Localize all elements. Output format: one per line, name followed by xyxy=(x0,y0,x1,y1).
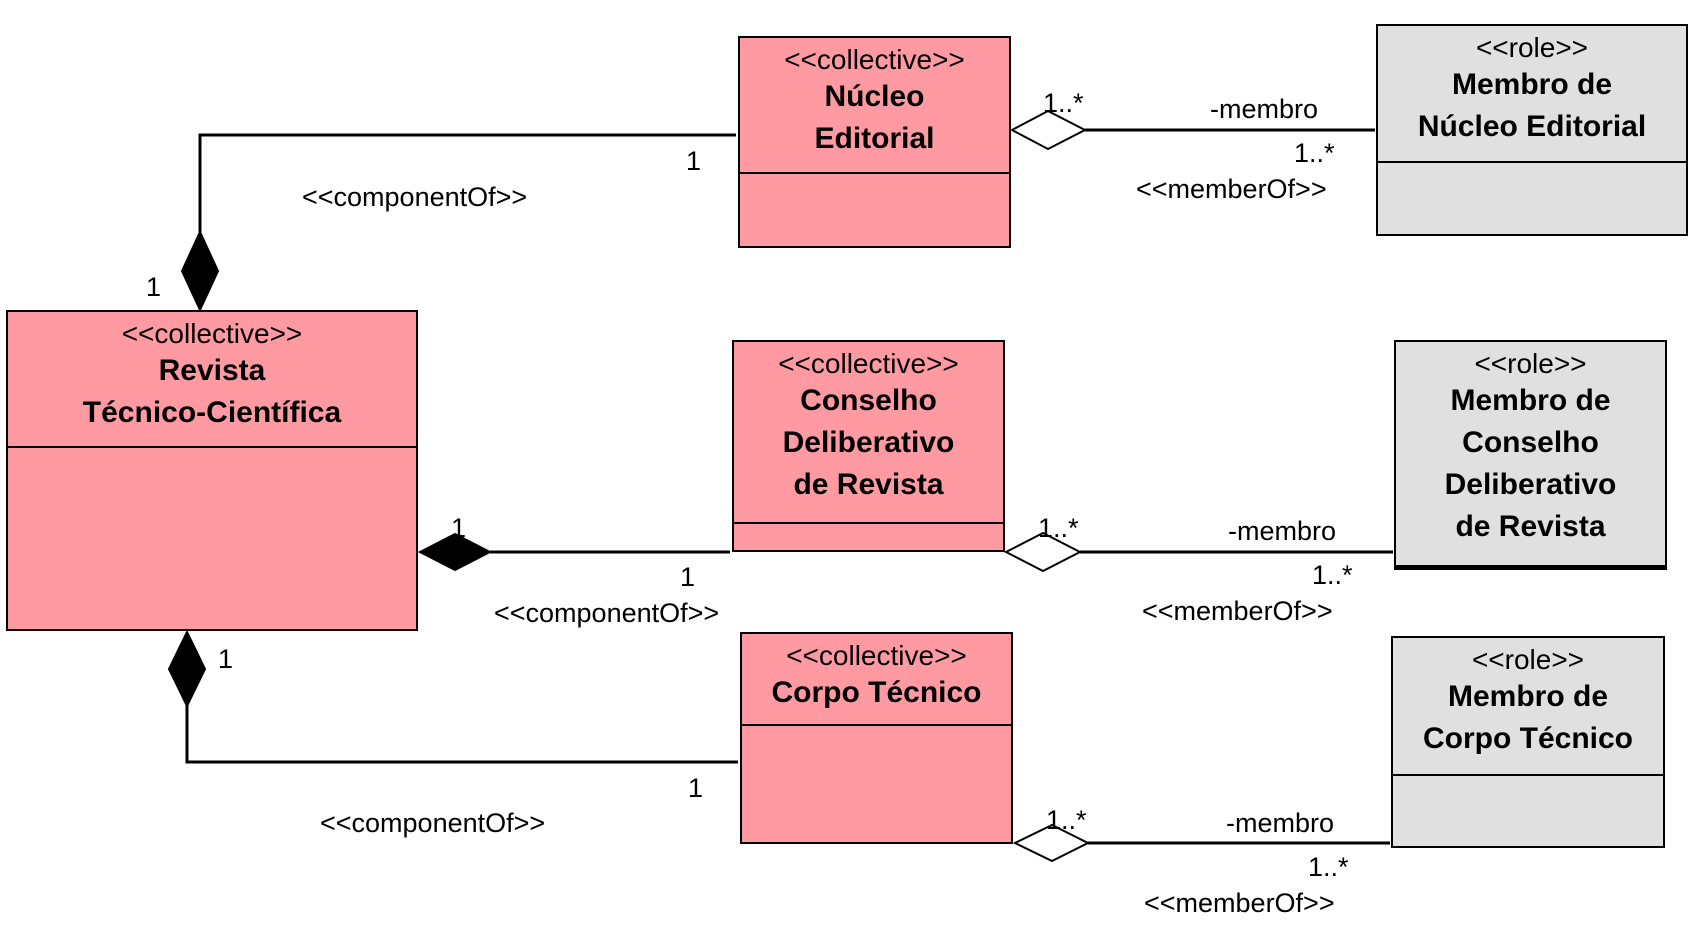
multiplicity-collective-corpo: 1..* xyxy=(1046,805,1087,835)
memberof-stereotype-conselho: <<memberOf>> xyxy=(1142,596,1333,626)
composition-diamond-nucleo xyxy=(180,229,220,313)
composition-diamond-conselho xyxy=(417,532,493,572)
multiplicity-collective-nucleo: 1..* xyxy=(1043,88,1084,118)
class-header: <<role>> Membro de Conselho Deliberativo… xyxy=(1396,342,1665,568)
class-header: <<role>> Membro de Corpo Técnico xyxy=(1393,638,1663,776)
class-conselho-deliberativo[interactable]: <<collective>> Conselho Deliberativo de … xyxy=(732,340,1005,552)
multiplicity-whole-conselho: 1 xyxy=(451,513,467,543)
class-header: <<role>> Membro de Núcleo Editorial xyxy=(1378,26,1686,163)
class-body xyxy=(1393,776,1663,846)
aggregation-diamond-nucleo xyxy=(1009,109,1088,151)
role-name-conselho: -membro xyxy=(1228,516,1337,546)
stereotype-label: <<collective>> xyxy=(784,44,965,75)
composition-diamond-corpo xyxy=(167,629,207,709)
multiplicity-part-conselho: 1 xyxy=(680,562,696,592)
memberof-stereotype-corpo: <<memberOf>> xyxy=(1144,888,1335,918)
class-name: Corpo Técnico xyxy=(771,676,982,709)
class-body xyxy=(1378,163,1686,234)
multiplicity-member-corpo: 1..* xyxy=(1308,852,1349,882)
role-name-nucleo: -membro xyxy=(1210,94,1319,124)
class-header: <<collective>> Corpo Técnico xyxy=(742,634,1011,726)
memberof-stereotype-nucleo: <<memberOf>> xyxy=(1136,174,1327,204)
stereotype-label: <<collective>> xyxy=(778,348,959,379)
class-corpo-tecnico[interactable]: <<collective>> Corpo Técnico xyxy=(740,632,1013,844)
componentof-line-nucleo xyxy=(198,133,736,250)
class-body xyxy=(740,174,1009,246)
class-body xyxy=(8,448,416,629)
class-name: Núcleo Editorial xyxy=(814,80,935,155)
class-membro-corpo-tecnico[interactable]: <<role>> Membro de Corpo Técnico xyxy=(1391,636,1665,848)
class-name: Revista Técnico-Científica xyxy=(82,354,342,429)
stereotype-label: <<role>> xyxy=(1475,32,1589,63)
role-name-corpo: -membro xyxy=(1226,808,1335,838)
multiplicity-part-corpo: 1 xyxy=(688,773,704,803)
multiplicity-whole-nucleo: 1 xyxy=(146,272,162,302)
class-membro-conselho-deliberativo[interactable]: <<role>> Membro de Conselho Deliberativo… xyxy=(1394,340,1667,570)
multiplicity-member-conselho: 1..* xyxy=(1312,560,1353,590)
class-membro-nucleo-editorial[interactable]: <<role>> Membro de Núcleo Editorial xyxy=(1376,24,1688,236)
class-body xyxy=(742,726,1011,842)
class-header: <<collective>> Núcleo Editorial xyxy=(740,38,1009,174)
multiplicity-member-nucleo: 1..* xyxy=(1294,138,1335,168)
class-nucleo-editorial[interactable]: <<collective>> Núcleo Editorial xyxy=(738,36,1011,248)
class-revista[interactable]: <<collective>> Revista Técnico-Científic… xyxy=(6,310,418,631)
multiplicity-collective-conselho: 1..* xyxy=(1038,513,1079,543)
class-body xyxy=(734,524,1003,550)
class-name: Conselho Deliberativo de Revista xyxy=(782,384,955,501)
stereotype-label: <<role>> xyxy=(1471,644,1585,675)
componentof-stereotype-conselho: <<componentOf>> xyxy=(494,598,720,628)
stereotype-label: <<role>> xyxy=(1474,348,1587,379)
class-header: <<collective>> Conselho Deliberativo de … xyxy=(734,342,1003,524)
multiplicity-part-nucleo: 1 xyxy=(686,146,702,176)
componentof-line-corpo xyxy=(185,700,738,764)
multiplicity-whole-corpo: 1 xyxy=(218,644,234,674)
class-header: <<collective>> Revista Técnico-Científic… xyxy=(8,312,416,448)
class-name: Membro de Conselho Deliberativo de Revis… xyxy=(1444,384,1617,543)
stereotype-label: <<collective>> xyxy=(121,318,303,349)
class-name: Membro de Núcleo Editorial xyxy=(1417,68,1647,143)
componentof-stereotype-corpo: <<componentOf>> xyxy=(320,808,546,838)
stereotype-label: <<collective>> xyxy=(786,640,967,671)
componentof-stereotype-nucleo: <<componentOf>> xyxy=(302,182,528,212)
aggregation-diamond-conselho xyxy=(1003,531,1083,573)
class-name: Membro de Corpo Técnico xyxy=(1422,680,1633,755)
aggregation-diamond-corpo xyxy=(1012,823,1091,863)
